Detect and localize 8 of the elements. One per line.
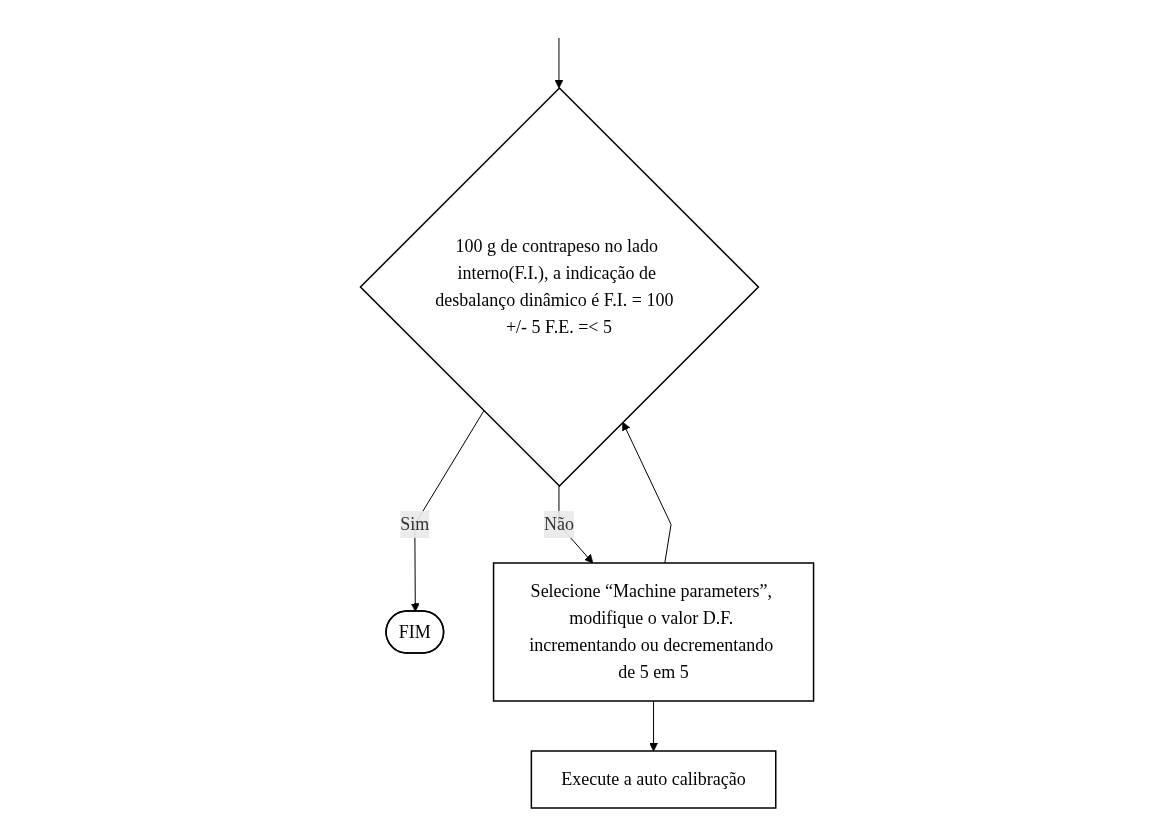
node-box: Execute a auto calibração bbox=[530, 750, 777, 809]
edge-label: Sim bbox=[400, 514, 430, 534]
arrow bbox=[649, 700, 658, 752]
node-diamond: 100 g de contrapeso no lado interno(F.I.), a indicação de desbalanço dinâmico é F.I. = 100 +/- 5 F.E. =< 5 bbox=[359, 86, 760, 488]
node-box: Selecione “Machine parameters”, modifique o valor D.F. incrementando ou decrementando de 5 em 5 bbox=[492, 562, 815, 702]
arrow bbox=[622, 421, 672, 564]
arrow bbox=[554, 37, 564, 89]
edge-label: Não bbox=[543, 514, 574, 534]
